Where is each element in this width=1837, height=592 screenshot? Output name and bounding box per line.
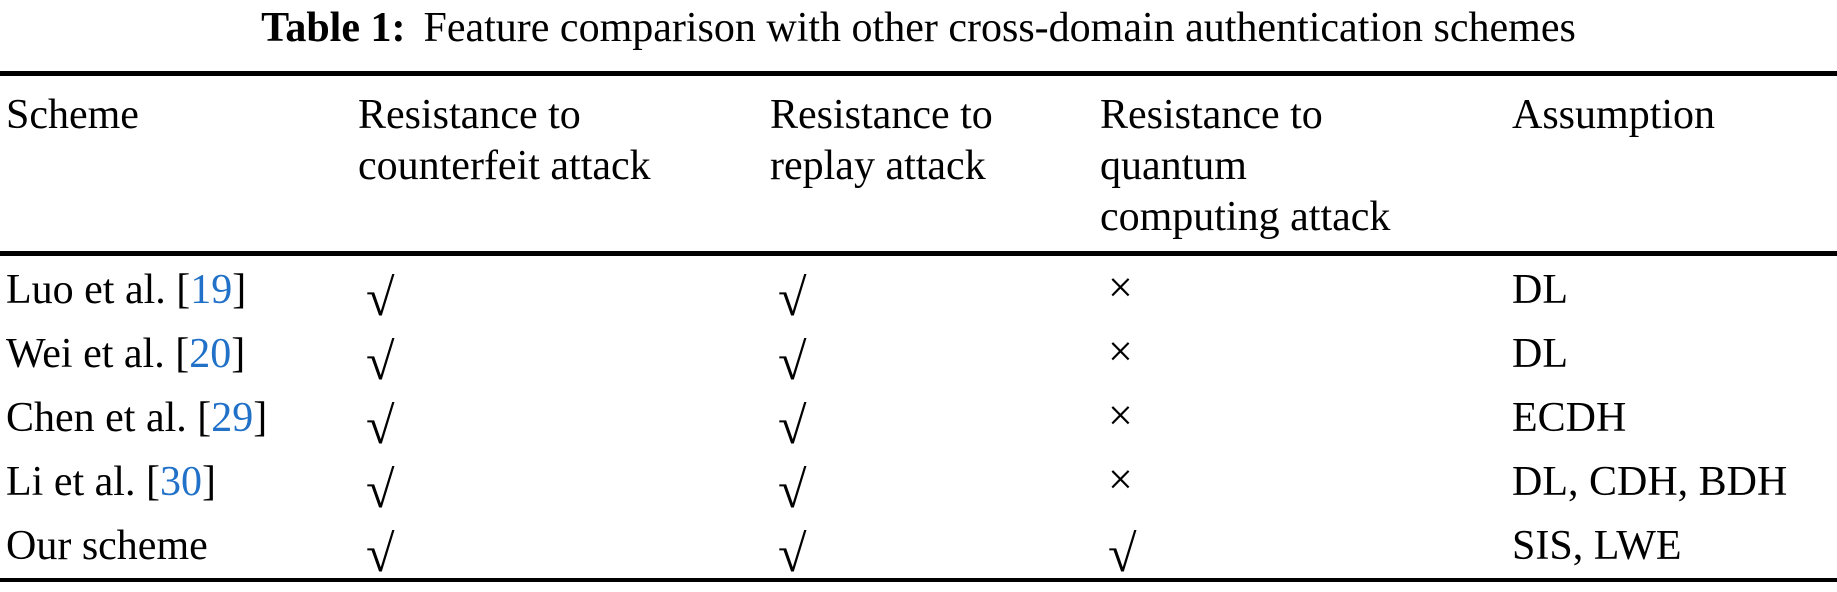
counterfeit-mark-cell: √ [358,386,770,455]
counterfeit-resistance-mark: √ [366,398,395,455]
counterfeit-resistance-mark: √ [366,526,395,583]
quantum-mark-cell: √ [1100,514,1512,583]
assumption-cell: SIS, LWE [1512,523,1682,569]
column-header-replay: Resistance to replay attack [770,92,993,189]
assumption-cell: DL [1512,331,1568,377]
replay-mark-cell: √ [770,386,1100,455]
scheme-name-suffix: ] [201,459,216,505]
table-caption: Table 1: Feature comparison with other cr… [0,4,1837,52]
scheme-name: Chen et al. [ [6,395,212,441]
column-header-scheme: Scheme [6,92,139,138]
table-header-row: Scheme Resistance to counterfeit attack … [0,90,1837,243]
table-caption-label: Table 1: [261,5,406,51]
scheme-name: Wei et al. [ [6,331,190,377]
quantum-resistance-mark: √ [1108,526,1137,583]
table-caption-text: Feature comparison with other cross-doma… [423,5,1576,51]
citation-link[interactable]: 20 [189,331,232,377]
scheme-name-suffix: ] [253,395,268,441]
replay-resistance-mark: √ [778,398,807,455]
quantum-mark-cell: × [1100,258,1512,322]
counterfeit-resistance-mark: √ [366,462,395,519]
quantum-resistance-mark: × [1108,263,1133,312]
table-header-rule [0,251,1837,256]
scheme-cell: Our scheme [0,514,358,578]
table-top-rule [0,71,1837,76]
column-header-assumption: Assumption [1512,92,1716,138]
quantum-resistance-mark: × [1108,327,1133,376]
column-header-counterfeit: Resistance to counterfeit attack [358,92,651,189]
counterfeit-mark-cell: √ [358,514,770,583]
citation-link[interactable]: 30 [159,459,202,505]
replay-mark-cell: √ [770,450,1100,519]
scheme-name: Luo et al. [ [6,267,191,313]
scheme-name: Li et al. [ [6,459,160,505]
replay-mark-cell: √ [770,514,1100,583]
replay-mark-cell: √ [770,322,1100,391]
counterfeit-resistance-mark: √ [366,334,395,391]
scheme-cell: Wei et al. [20] [0,322,358,386]
replay-mark-cell: √ [770,258,1100,327]
counterfeit-mark-cell: √ [358,258,770,327]
assumption-cell: ECDH [1512,395,1627,441]
counterfeit-mark-cell: √ [358,450,770,519]
counterfeit-resistance-mark: √ [366,270,395,327]
replay-resistance-mark: √ [778,270,807,327]
counterfeit-mark-cell: √ [358,322,770,391]
assumption-cell: DL, CDH, BDH [1512,459,1788,505]
quantum-mark-cell: × [1100,322,1512,386]
citation-link[interactable]: 29 [211,395,254,441]
quantum-mark-cell: × [1100,386,1512,450]
quantum-resistance-mark: × [1108,455,1133,504]
quantum-resistance-mark: × [1108,391,1133,440]
scheme-cell: Luo et al. [19] [0,258,358,322]
scheme-name-suffix: ] [232,267,247,313]
replay-resistance-mark: √ [778,334,807,391]
table-bottom-rule [0,578,1837,582]
column-header-quantum: Resistance to quantum computing attack [1100,92,1391,240]
quantum-mark-cell: × [1100,450,1512,514]
table-body: Luo et al. [19] √ √ × DL Wei et al. [20]… [0,258,1837,583]
replay-resistance-mark: √ [778,526,807,583]
scheme-cell: Chen et al. [29] [0,386,358,450]
assumption-cell: DL [1512,267,1568,313]
scheme-name: Our scheme [6,523,208,569]
scheme-name-suffix: ] [231,331,246,377]
replay-resistance-mark: √ [778,462,807,519]
citation-link[interactable]: 19 [190,267,233,313]
scheme-cell: Li et al. [30] [0,450,358,514]
